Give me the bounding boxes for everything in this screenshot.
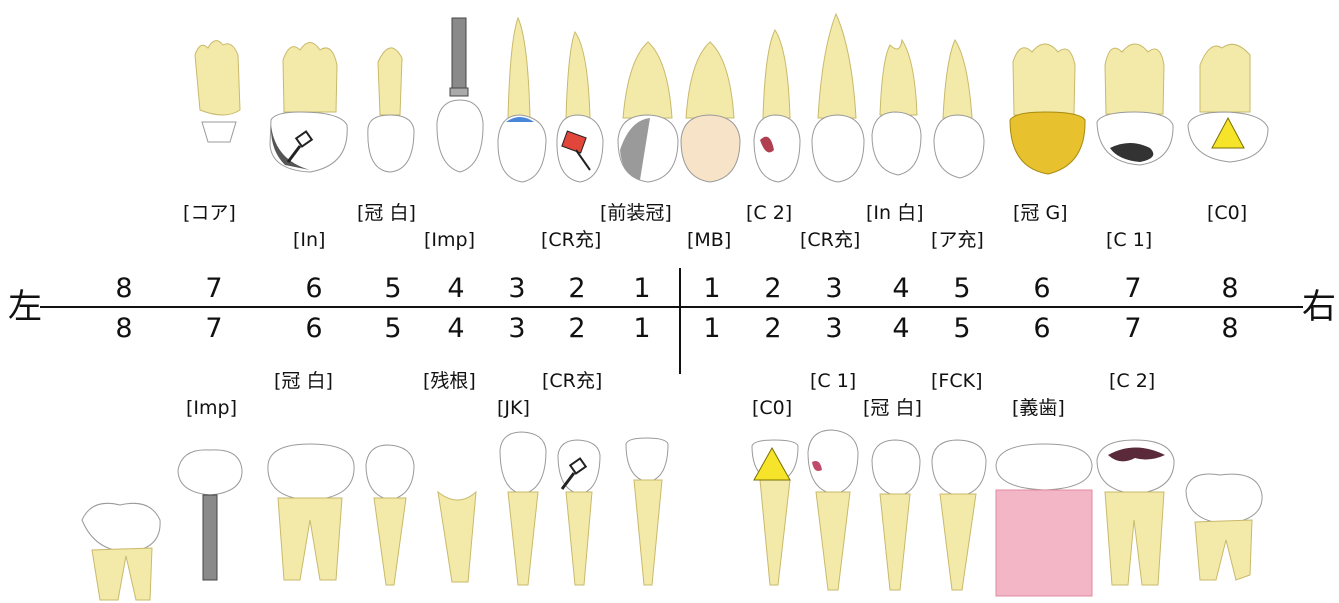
lower-number: 3 [497,315,537,342]
label-implant: [Imp] [186,398,237,418]
label-crown-white: [冠 白] [357,203,416,223]
lower-right-7[interactable] [1186,474,1262,580]
lower-number: 1 [692,315,732,342]
upper-left-5-implant[interactable] [437,18,483,172]
upper-right-4-a-fill[interactable] [934,40,984,178]
lower-number: 2 [753,315,793,342]
upper-number: 8 [104,275,144,302]
label-cr-fill: [CR充] [542,371,602,391]
upper-number: 4 [881,275,921,302]
label-fck: [FCK] [931,371,982,391]
label-crown-white: [冠 白] [274,371,333,391]
upper-left-8-core[interactable] [195,41,240,142]
upper-number: 6 [294,275,334,302]
upper-left-1-mb[interactable] [681,42,740,182]
upper-number: 4 [436,275,476,302]
label-inlay-white: [In 白] [866,203,924,223]
midline [679,268,681,374]
upper-number: 5 [942,275,982,302]
occlusal-line [40,306,1303,308]
upper-right-6-c1[interactable] [1097,44,1173,165]
lower-number: 5 [373,315,413,342]
upper-number: 8 [1210,275,1250,302]
upper-right-1-c2[interactable] [754,30,800,182]
upper-right-3-inlay-white[interactable] [872,40,921,175]
label-implant: [Imp] [424,230,475,250]
lower-number: 4 [881,315,921,342]
lower-left-8[interactable] [82,503,160,600]
upper-number: 7 [194,275,234,302]
lower-number: 4 [436,315,476,342]
label-inlay: [In] [293,230,325,250]
lower-number: 7 [194,315,234,342]
lower-number: 1 [622,315,662,342]
lower-number: 8 [1210,315,1250,342]
upper-number: 7 [1113,275,1153,302]
lower-right-5-denture[interactable] [996,444,1092,596]
lower-number: 5 [942,315,982,342]
label-core: [コア] [183,203,236,223]
label-cr-fill: [CR充] [541,230,601,250]
label-crown-white: [冠 白] [863,398,922,418]
lower-right-2-c1[interactable] [808,430,858,590]
lower-left-5[interactable] [366,445,414,585]
label-c0: [C0] [1207,203,1247,223]
label-crown-gold: [冠 G] [1013,203,1068,223]
lower-left-3-jk[interactable] [500,432,546,585]
label-c1: [C 1] [1106,230,1152,250]
label-c2: [C 2] [746,203,792,223]
lower-number: 8 [104,315,144,342]
lower-number: 7 [1113,315,1153,342]
upper-right-5-crown-gold[interactable] [1010,44,1085,174]
label-cr-fill: [CR充] [800,230,860,250]
left-side-label: 左 [8,290,42,324]
lower-number: 3 [814,315,854,342]
lower-left-6-crown-white[interactable] [268,444,354,580]
label-veneer-crown: [前装冠] [600,203,672,223]
upper-number: 3 [497,275,537,302]
upper-number: 6 [1022,275,1062,302]
lower-number: 6 [1022,315,1062,342]
label-mb: [MB] [687,230,731,250]
upper-number: 1 [692,275,732,302]
upper-number: 3 [814,275,854,302]
upper-left-4-cr[interactable] [498,18,546,182]
upper-left-3-cr[interactable] [557,32,603,182]
upper-number: 2 [753,275,793,302]
upper-left-7-inlay[interactable] [270,43,347,173]
lower-right-4-fck[interactable] [932,440,986,590]
label-c0: [C0] [752,398,792,418]
label-c2: [C 2] [1109,371,1155,391]
upper-left-2-veneer[interactable] [618,42,678,182]
label-jk: [JK] [497,398,530,418]
label-denture: [義歯] [1012,398,1065,418]
lower-number: 6 [294,315,334,342]
upper-number: 2 [557,275,597,302]
label-c1: [C 1] [810,371,856,391]
upper-right-7-c0[interactable] [1188,44,1268,162]
right-side-label: 右 [1302,290,1336,324]
lower-left-4-residual-root[interactable] [438,492,476,582]
lower-right-3-crown-white[interactable] [872,440,920,590]
upper-number: 5 [373,275,413,302]
lower-left-1[interactable] [626,438,668,585]
lower-number: 2 [557,315,597,342]
lower-right-6-c2[interactable] [1097,440,1174,585]
label-residual-root: [残根] [423,371,476,391]
lower-left-7-implant[interactable] [178,450,242,580]
upper-right-2-cr[interactable] [812,14,864,182]
upper-number: 1 [622,275,662,302]
upper-left-6-crown-white[interactable] [368,48,414,172]
label-a-fill: [ア充] [931,230,984,250]
